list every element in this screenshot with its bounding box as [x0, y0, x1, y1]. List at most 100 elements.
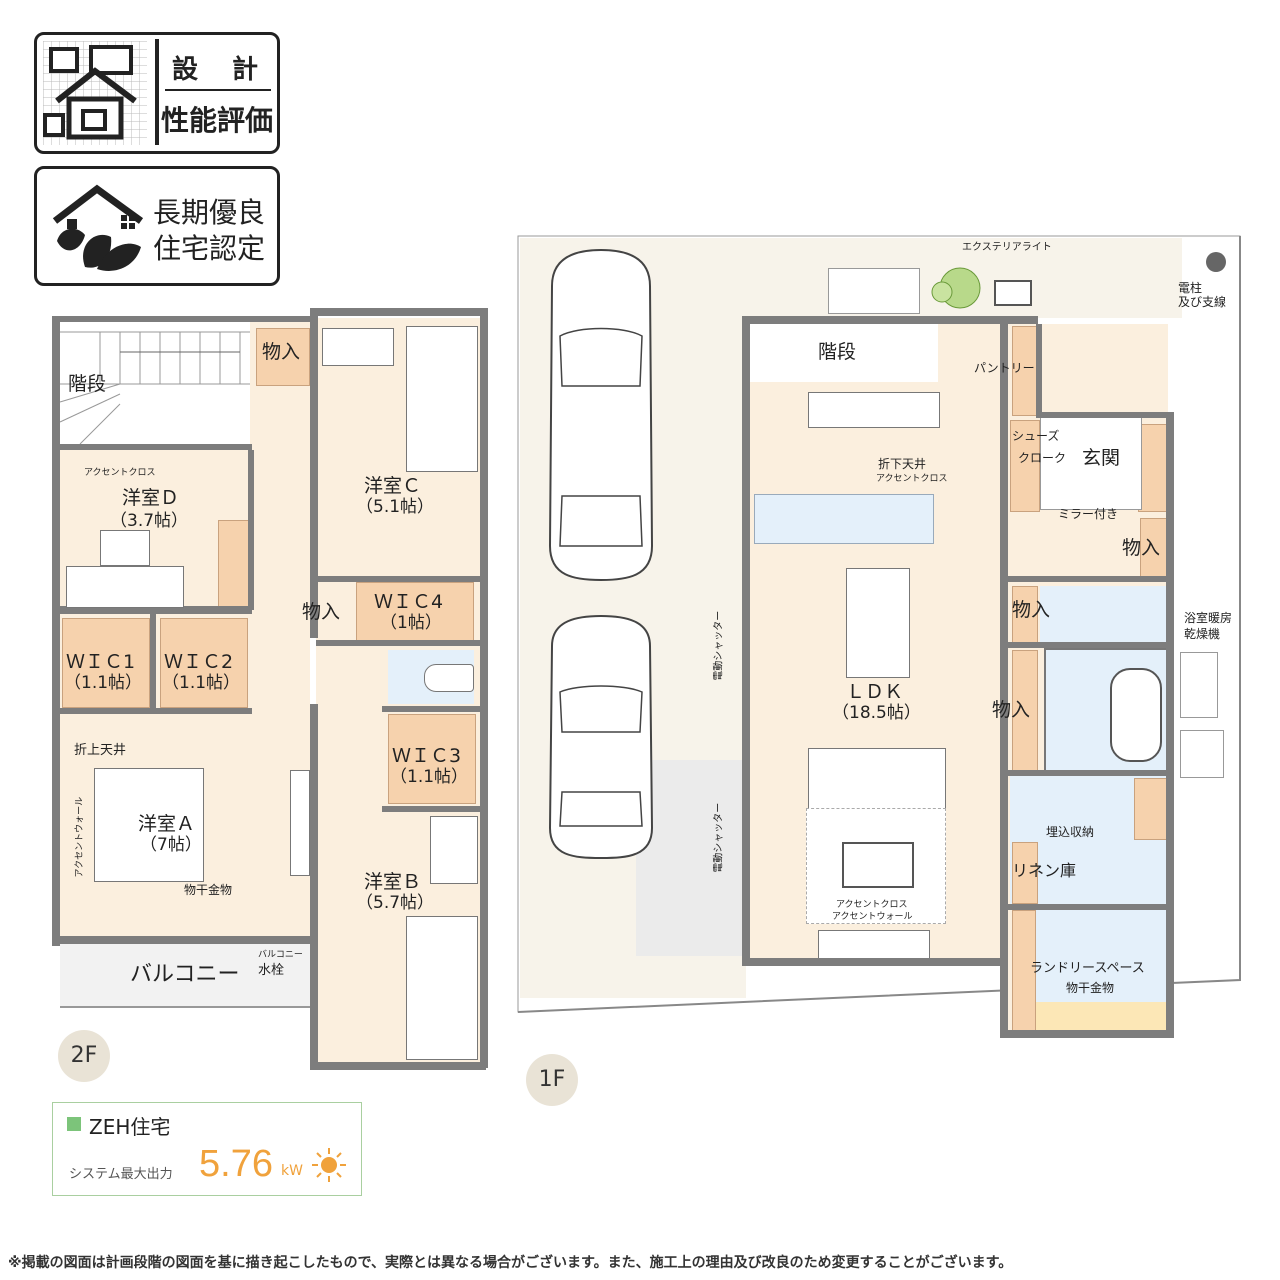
bed-room-a — [94, 768, 204, 882]
storage-2f-top — [256, 328, 310, 386]
bed-room-c — [406, 326, 478, 472]
floor-2f-label: 2F — [58, 1030, 110, 1082]
car-bottom — [548, 614, 654, 860]
desk-room-d — [66, 566, 184, 608]
tv-board-room-a — [290, 770, 310, 876]
stairs-label-2f: 階段 — [68, 373, 107, 395]
living-table — [842, 842, 914, 888]
balcony-label: バルコニー — [130, 962, 240, 987]
storage-1f-1-label: 物入 — [1122, 537, 1161, 559]
pole-label-1: 電柱 — [1178, 281, 1203, 295]
laundry-label: ランドリースペース — [1030, 961, 1145, 976]
exterior-light-label: エクステリアライト — [962, 242, 1052, 253]
pole-label-2: 及び支線 — [1178, 295, 1227, 309]
room-c-size: （5.1帖） — [356, 497, 435, 517]
bicycle-parking — [828, 268, 920, 314]
zeh-output-label: システム最大出力 — [69, 1167, 173, 1182]
entrance-shelf — [1138, 424, 1168, 512]
shutter-label-2: 電動シャッター — [713, 802, 725, 873]
wic4-size: （1帖） — [380, 613, 442, 633]
zeh-title: ZEH住宅 — [89, 1115, 171, 1139]
laundry-space — [1036, 910, 1166, 1002]
linen-label: リネン庫 — [1012, 861, 1077, 880]
room-a-size: （7帖） — [140, 835, 202, 855]
wic2-size: （1.1帖） — [162, 673, 241, 693]
pantry-label: パントリー — [974, 361, 1035, 375]
balcony-2f — [60, 944, 310, 1008]
design-label: 設 計 — [171, 55, 262, 85]
shoes-cloak-box — [1010, 420, 1040, 512]
accent-cross-d-label: アクセントクロス — [84, 468, 156, 478]
accent-wall-a-label: アクセントウォール — [75, 796, 86, 878]
folded-ceiling-label: 折上天井 — [74, 743, 127, 758]
long-term-quality-badge: 長期優良 住宅認定 — [34, 166, 280, 286]
kitchen-counter — [754, 494, 934, 544]
dining-table — [846, 568, 910, 678]
entrance-label: 玄関 — [1082, 447, 1121, 469]
balcony-faucet-label-2: 水栓 — [258, 963, 285, 978]
certified-label: 住宅認定 — [153, 232, 266, 265]
performance-evaluation-label: 性能評価 — [161, 104, 274, 137]
shoes-label-2: クローク — [1018, 451, 1067, 465]
wic-3-box — [388, 714, 476, 804]
storage-1f-3-box — [1012, 650, 1038, 772]
toilet-1f — [1040, 586, 1166, 642]
wic-2-box — [160, 618, 248, 708]
sofa — [808, 748, 946, 812]
wic1-name: ＷＩＣ1 — [66, 651, 136, 673]
ldk-name: ＬＤＫ — [846, 681, 904, 703]
wic3-size: （1.1帖） — [390, 767, 469, 787]
desk-room-b — [430, 816, 478, 884]
accent-wall-l-label: アクセントウォール — [832, 912, 913, 922]
storage-1f-2-label: 物入 — [1012, 599, 1051, 621]
room-b-size: （5.7帖） — [356, 893, 435, 913]
toilet-fixture-2f — [424, 664, 474, 692]
closet-d — [218, 520, 250, 608]
storage-1f-3-label: 物入 — [992, 699, 1031, 721]
linen-box — [1012, 842, 1038, 904]
chair-room-d — [100, 530, 150, 566]
bed-room-b — [406, 916, 478, 1060]
outdoor-unit-2 — [1180, 730, 1224, 778]
storage-2f-top-label: 物入 — [262, 341, 301, 363]
accent-cross-l-label: アクセントクロス — [836, 900, 908, 910]
room-b-name: 洋室Ｂ — [364, 871, 422, 893]
sun-icon — [312, 1148, 346, 1182]
wic-1-box — [62, 618, 150, 708]
bath-dryer-label-2: 乾燥機 — [1184, 627, 1221, 641]
floor-1f-label: 1F — [526, 1054, 578, 1106]
long-term-label: 長期優良 — [153, 196, 266, 229]
accent-cross-k-label: アクセントクロス — [876, 474, 948, 484]
room-a-name: 洋室Ａ — [138, 813, 196, 835]
balcony-faucet-label-1: バルコニー — [258, 950, 303, 960]
wic1-size: （1.1帖） — [64, 673, 143, 693]
bath-dryer-label-1: 浴室暖房 — [1184, 611, 1233, 625]
built-in-label: 埋込収納 — [1046, 825, 1095, 839]
zeh-output-unit: kW — [281, 1163, 303, 1179]
stairs-label-1f: 階段 — [818, 341, 857, 363]
zeh-output-value: 5.76 — [199, 1143, 273, 1185]
disclaimer-footer: ※掲載の図面は計画段階の図面を基に描き起こしたもので、実際とは異なる場合がござい… — [8, 1255, 1013, 1271]
bathtub — [1110, 668, 1162, 762]
wic3-name: ＷＩＣ3 — [392, 745, 462, 767]
zeh-square-icon — [67, 1117, 81, 1131]
wic2-name: ＷＩＣ2 — [164, 651, 234, 673]
tv-board-1f — [818, 930, 930, 960]
built-in-storage-box — [1134, 778, 1168, 840]
lowered-ceiling-label: 折下天井 — [878, 457, 927, 471]
room-d-size: （3.7帖） — [110, 511, 189, 531]
garden-plant — [931, 267, 981, 309]
entrance-floor — [1040, 416, 1142, 510]
zeh-box: ZEH住宅 システム最大出力 5.76 kW — [52, 1102, 362, 1196]
room-d-name: 洋室Ｄ — [122, 487, 180, 509]
kitchen-back-counter — [808, 392, 940, 428]
house-plan-icon — [43, 41, 147, 145]
desk-room-c — [322, 328, 394, 366]
ldk-size: （18.5帖） — [832, 703, 921, 723]
eco-house-icon — [52, 184, 144, 271]
car-top — [548, 248, 654, 582]
stairs-2f — [59, 331, 250, 445]
utility-pole-icon — [1206, 252, 1226, 272]
laundry-left-box — [1012, 910, 1036, 1032]
design-performance-badge: 設 計 性能評価 — [34, 32, 280, 154]
